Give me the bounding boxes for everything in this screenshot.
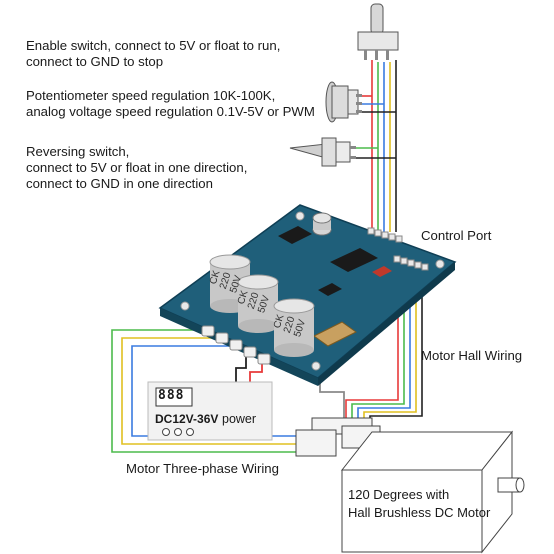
potentiometer-line1: Potentiometer speed regulation 10K-100K, <box>26 88 276 103</box>
control-port-label: Control Port <box>421 228 492 243</box>
reversing-switch-line3: connect to GND in one direction <box>26 176 213 191</box>
motor-label-line2: Hall Brushless DC Motor <box>348 505 491 520</box>
capacitor-3 <box>273 298 315 357</box>
potentiometer-line2: analog voltage speed regulation 0.1V-5V … <box>26 104 315 119</box>
potentiometer-icon <box>325 81 362 123</box>
motor-icon <box>340 430 525 554</box>
reversing-switch-line1: Reversing switch, <box>26 144 130 159</box>
enable-switch-icon <box>357 3 399 60</box>
motor-label-line1: 120 Degrees with <box>348 487 450 502</box>
motor-three-phase-label: Motor Three-phase Wiring <box>126 461 279 476</box>
enable-switch-line1: Enable switch, connect to 5V or float to… <box>26 38 281 53</box>
motor-hall-wiring-label: Motor Hall Wiring <box>421 348 523 363</box>
enable-switch-annotation: Enable switch, connect to 5V or float to… <box>26 38 280 70</box>
power-label: power <box>222 412 257 426</box>
power-supply-box <box>147 381 273 441</box>
capacitor-2 <box>237 274 279 333</box>
power-range: DC12V-36V <box>155 412 219 426</box>
controller-board <box>158 204 457 386</box>
reversing-switch-line2: connect to 5V or float in one direction, <box>26 160 248 175</box>
power-display: 888 <box>158 388 185 403</box>
control-wires <box>354 60 397 232</box>
potentiometer-annotation: Potentiometer speed regulation 10K-100K,… <box>26 88 315 120</box>
reversing-switch-icon <box>289 137 356 167</box>
motor-connectors <box>295 417 381 457</box>
reversing-switch-annotation: Reversing switch, connect to 5V or float… <box>26 144 247 192</box>
enable-switch-line2: connect to GND to stop <box>26 54 164 69</box>
motor-label: 120 Degrees with Hall Brushless DC Motor <box>348 486 490 522</box>
